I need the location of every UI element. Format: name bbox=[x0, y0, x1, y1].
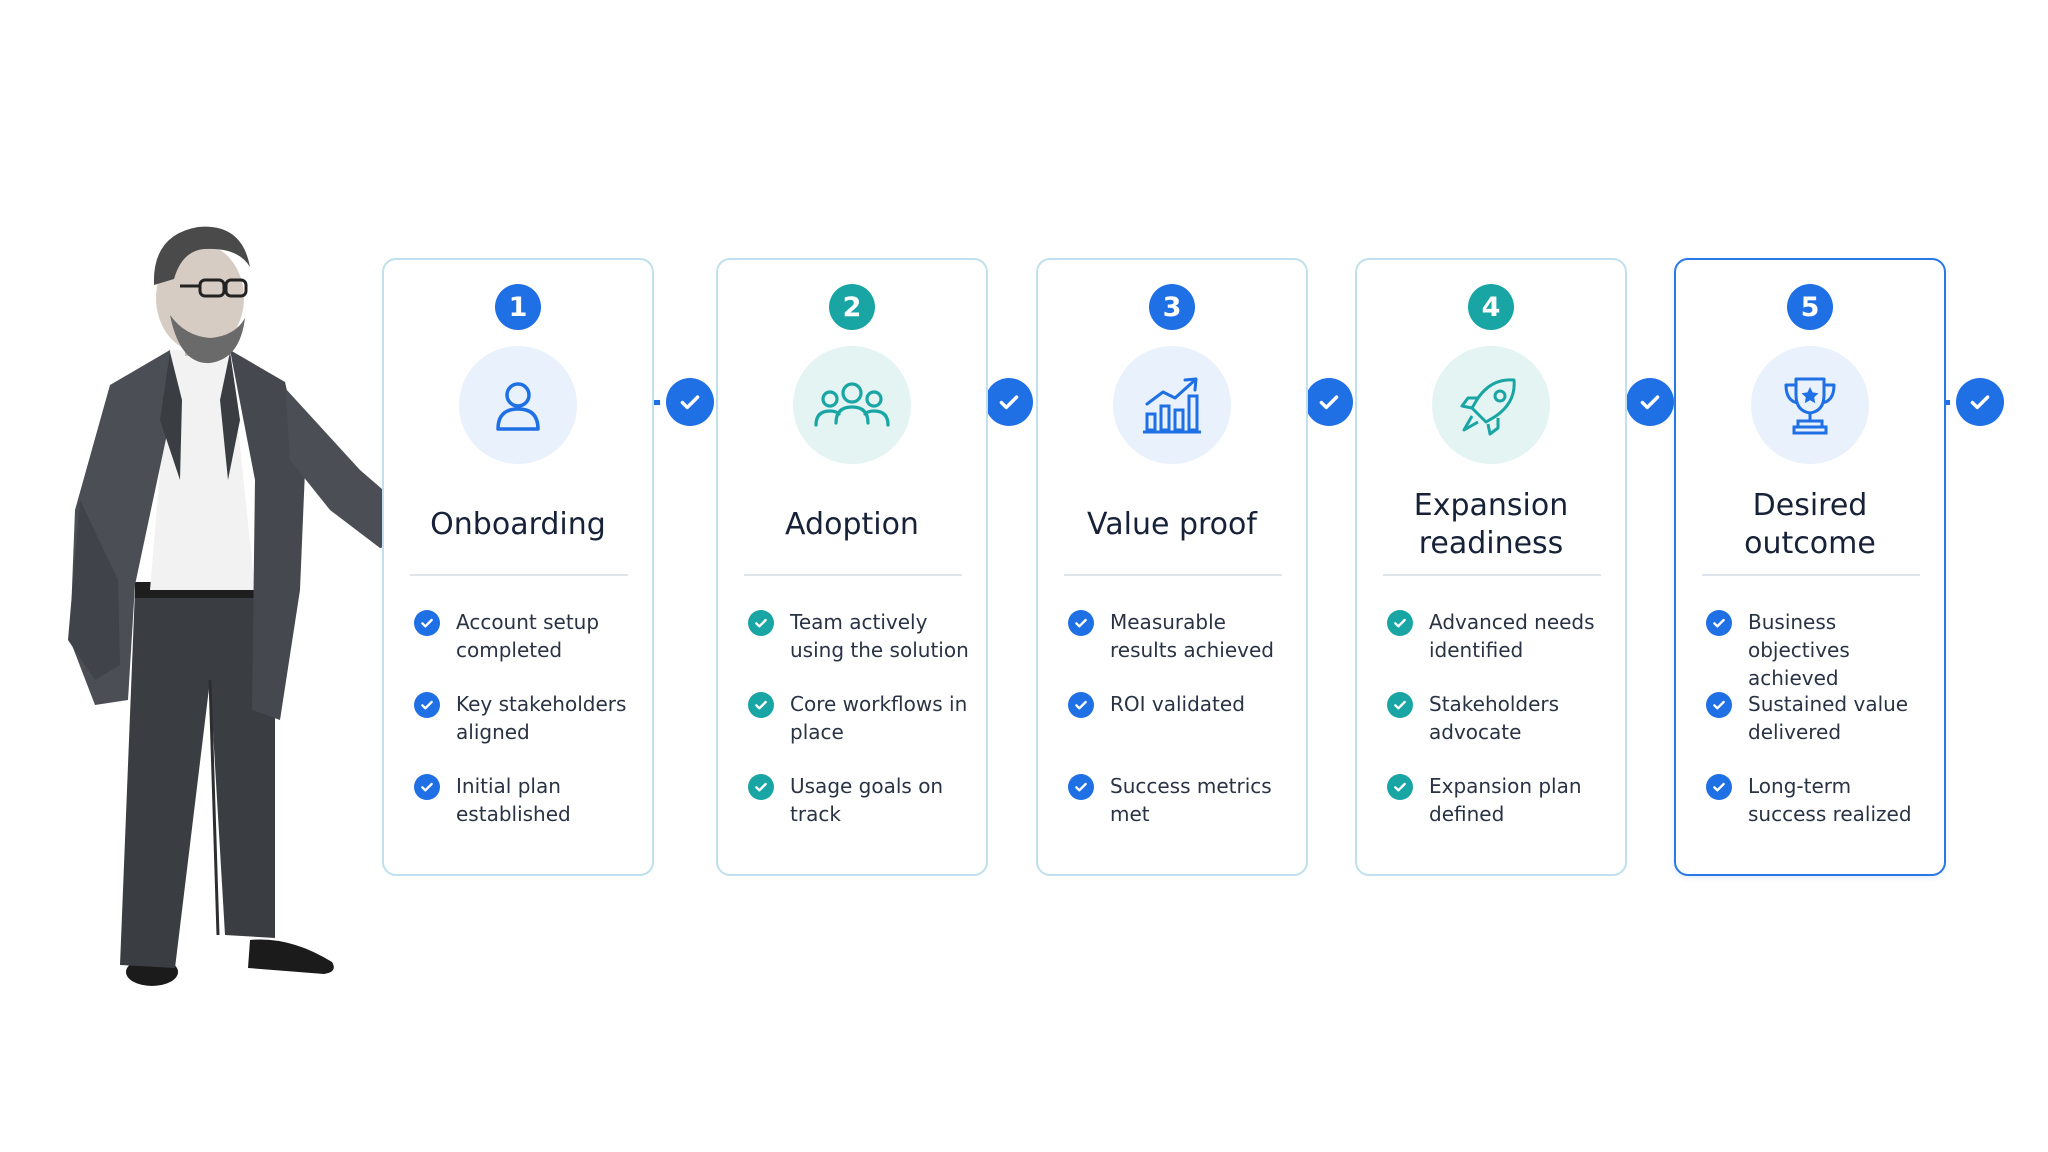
checklist-item-text: Sustained value delivered bbox=[1748, 692, 1909, 744]
checklist-item-text: Stakeholders advocate bbox=[1429, 692, 1560, 744]
checklist-item: Business objectives achieved bbox=[1706, 608, 1932, 690]
team-icon bbox=[814, 382, 890, 427]
checklist: Measurable results achieved ROI validate… bbox=[1068, 608, 1294, 854]
checklist-item-text: Team actively using the solution bbox=[790, 610, 969, 662]
check-icon bbox=[1068, 692, 1094, 718]
checklist-item: Usage goals on track bbox=[748, 772, 974, 854]
checklist-item-text: Account setup completed bbox=[456, 610, 600, 662]
divider bbox=[1064, 574, 1282, 576]
checklist-item: Success metrics met bbox=[1068, 772, 1294, 854]
checklist-item-text: ROI validated bbox=[1110, 692, 1245, 716]
stage-title: Adoption bbox=[785, 507, 919, 542]
timeline-checkpoint-1 bbox=[666, 378, 714, 426]
checklist: Business objectives achieved Sustained v… bbox=[1706, 608, 1932, 854]
stage-title: Expansion readiness bbox=[1413, 488, 1569, 561]
stage-card-value-proof: 3 Value proof Measurable results achieve… bbox=[1036, 258, 1308, 876]
stage-card-adoption: 2 Adoption Team actively using the solut… bbox=[716, 258, 988, 876]
checklist-item: Advanced needs identified bbox=[1387, 608, 1613, 690]
checklist-item: Measurable results achieved bbox=[1068, 608, 1294, 690]
checklist-item: Long-term success realized bbox=[1706, 772, 1932, 854]
icon-circle bbox=[1113, 346, 1231, 464]
checklist-item-text: Advanced needs identified bbox=[1429, 610, 1595, 662]
growth-chart-icon bbox=[1143, 377, 1201, 434]
stage-title: Desired outcome bbox=[1744, 488, 1876, 561]
checklist: Team actively using the solution Core wo… bbox=[748, 608, 974, 854]
check-icon bbox=[1387, 692, 1413, 718]
icon-circle bbox=[793, 346, 911, 464]
divider bbox=[410, 574, 628, 576]
check-icon bbox=[1068, 774, 1094, 800]
checklist-item-text: Business objectives achieved bbox=[1748, 610, 1850, 690]
checklist-item: Expansion plan defined bbox=[1387, 772, 1613, 854]
trophy-icon bbox=[1784, 377, 1836, 435]
check-icon bbox=[748, 610, 774, 636]
step-number-badge: 2 bbox=[829, 284, 875, 330]
icon-circle bbox=[1751, 346, 1869, 464]
check-icon bbox=[748, 692, 774, 718]
check-icon bbox=[1706, 610, 1732, 636]
timeline-checkpoint-3 bbox=[1305, 378, 1353, 426]
check-icon bbox=[1640, 395, 1660, 410]
icon-circle bbox=[459, 346, 577, 464]
check-icon bbox=[414, 692, 440, 718]
timeline-checkpoint-4 bbox=[1626, 378, 1674, 426]
checklist-item-text: Core workflows in place bbox=[790, 692, 968, 744]
checklist-item: Account setup completed bbox=[414, 608, 640, 690]
check-icon bbox=[1387, 774, 1413, 800]
checklist-item: Stakeholders advocate bbox=[1387, 690, 1613, 772]
checklist-item-text: Key stakeholders aligned bbox=[456, 692, 627, 744]
stage-card-onboarding: 1 Onboarding Account setup completed Key… bbox=[382, 258, 654, 876]
check-icon bbox=[414, 774, 440, 800]
check-icon bbox=[748, 774, 774, 800]
checklist-item-text: Measurable results achieved bbox=[1110, 610, 1274, 662]
stage-title: Value proof bbox=[1087, 507, 1257, 542]
check-icon bbox=[1706, 692, 1732, 718]
divider bbox=[744, 574, 962, 576]
checklist-item: Initial plan established bbox=[414, 772, 640, 854]
divider bbox=[1702, 574, 1920, 576]
checklist: Advanced needs identified Stakeholders a… bbox=[1387, 608, 1613, 854]
checklist-item: ROI validated bbox=[1068, 690, 1294, 772]
step-number-badge: 5 bbox=[1787, 284, 1833, 330]
checklist-item-text: Expansion plan defined bbox=[1429, 774, 1582, 826]
divider bbox=[1383, 574, 1601, 576]
rocket-icon bbox=[1460, 378, 1516, 436]
checklist-item: Sustained value delivered bbox=[1706, 690, 1932, 772]
checklist-item-text: Usage goals on track bbox=[790, 774, 944, 826]
presenter-figure bbox=[68, 226, 440, 986]
check-icon bbox=[1319, 395, 1339, 410]
icon-circle bbox=[1432, 346, 1550, 464]
check-icon bbox=[1387, 610, 1413, 636]
check-icon bbox=[680, 395, 700, 410]
user-icon bbox=[496, 382, 540, 431]
stage-card-desired-outcome: 5 Desired outcome Business objectives ac… bbox=[1674, 258, 1946, 876]
checklist-item: Core workflows in place bbox=[748, 690, 974, 772]
step-number-badge: 1 bbox=[495, 284, 541, 330]
checklist-item-text: Success metrics met bbox=[1110, 774, 1272, 826]
check-icon bbox=[1706, 774, 1732, 800]
timeline-checkpoint-5 bbox=[1956, 378, 2004, 426]
checklist-item: Team actively using the solution bbox=[748, 608, 974, 690]
check-icon bbox=[999, 395, 1019, 410]
timeline-checkpoint-2 bbox=[985, 378, 1033, 426]
checklist: Account setup completed Key stakeholders… bbox=[414, 608, 640, 854]
checklist-item-text: Initial plan established bbox=[456, 774, 571, 826]
step-number-badge: 3 bbox=[1149, 284, 1195, 330]
step-number-badge: 4 bbox=[1468, 284, 1514, 330]
stage-card-expansion-readiness: 4 Expansion readiness Advanced needs ide… bbox=[1355, 258, 1627, 876]
checklist-item-text: Long-term success realized bbox=[1748, 774, 1912, 826]
stage-title: Onboarding bbox=[430, 507, 606, 542]
check-icon bbox=[414, 610, 440, 636]
checklist-item: Key stakeholders aligned bbox=[414, 690, 640, 772]
check-icon bbox=[1068, 610, 1094, 636]
check-icon bbox=[1970, 395, 1990, 410]
